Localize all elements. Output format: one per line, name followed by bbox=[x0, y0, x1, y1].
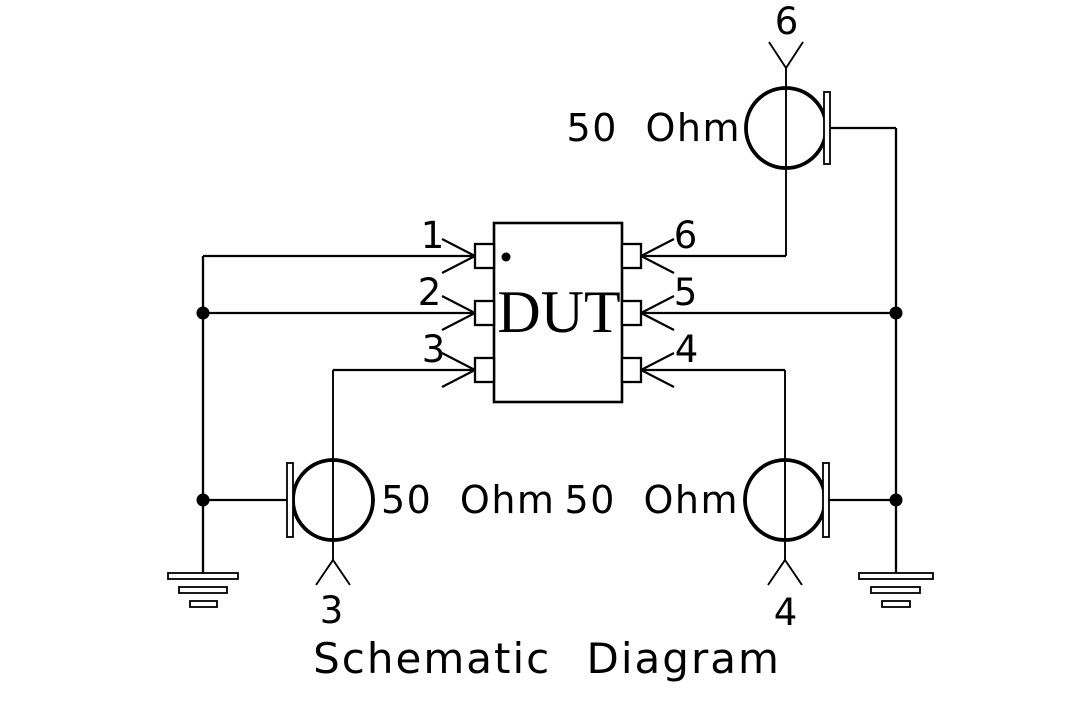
junction-dot-left-port3 bbox=[196, 493, 210, 507]
junction-dot-right-port4 bbox=[889, 493, 903, 507]
port6-impedance-label: 50 Ohm bbox=[567, 106, 741, 150]
pin-label-3: 3 bbox=[422, 328, 447, 371]
port6-terminal-label: 6 bbox=[775, 0, 800, 43]
dut-block: DUT bbox=[473, 221, 643, 404]
port-bottom-left: 3 50 Ohm bbox=[286, 458, 555, 632]
junction-dots bbox=[196, 306, 903, 507]
port3-impedance-label: 50 Ohm bbox=[381, 478, 555, 522]
ground-right-bar2 bbox=[870, 586, 921, 594]
ground-left-icon bbox=[167, 572, 239, 608]
dut-pin-left-1 bbox=[473, 242, 496, 270]
port-top-right: 6 50 Ohm bbox=[567, 0, 831, 170]
pin-label-1: 1 bbox=[421, 214, 446, 257]
port3-terminal-label: 3 bbox=[320, 589, 345, 632]
ground-right-bar3 bbox=[881, 600, 911, 608]
dut-pin-right-6 bbox=[620, 242, 643, 270]
port6-bar-icon bbox=[823, 91, 831, 165]
port3-antenna-icon bbox=[315, 558, 351, 586]
port4-antenna-icon bbox=[767, 558, 803, 586]
port4-terminal-label: 4 bbox=[774, 591, 799, 634]
ground-left-bar1 bbox=[167, 572, 239, 580]
ground-right-icon bbox=[858, 572, 934, 608]
pin-number-labels: 1 2 3 6 5 4 bbox=[418, 214, 700, 371]
ground-left-bar3 bbox=[189, 600, 218, 608]
ground-left-bar2 bbox=[178, 586, 228, 594]
dut-label: DUT bbox=[497, 279, 620, 345]
dut-pin-right-5 bbox=[620, 299, 643, 327]
port4-bar-icon bbox=[822, 462, 830, 538]
ground-right-bar1 bbox=[858, 572, 934, 580]
pin-label-5: 5 bbox=[674, 271, 699, 314]
dut-pin-left-3 bbox=[473, 356, 496, 384]
port-bottom-right: 4 50 Ohm bbox=[565, 458, 830, 634]
diagram-title: Schematic Diagram bbox=[313, 634, 781, 683]
pin1-indicator-dot-icon bbox=[501, 252, 511, 262]
pin-label-2: 2 bbox=[418, 271, 443, 314]
port6-antenna-icon bbox=[768, 41, 804, 70]
port3-bar-icon bbox=[286, 462, 294, 538]
port4-impedance-label: 50 Ohm bbox=[565, 478, 739, 522]
junction-dot-left-pin2 bbox=[196, 306, 210, 320]
pin-label-6: 6 bbox=[674, 214, 699, 257]
dut-pin-left-2 bbox=[473, 299, 496, 327]
pin-label-4: 4 bbox=[675, 328, 700, 371]
junction-dot-right-pin5 bbox=[889, 306, 903, 320]
dut-pin-right-4 bbox=[620, 356, 643, 384]
